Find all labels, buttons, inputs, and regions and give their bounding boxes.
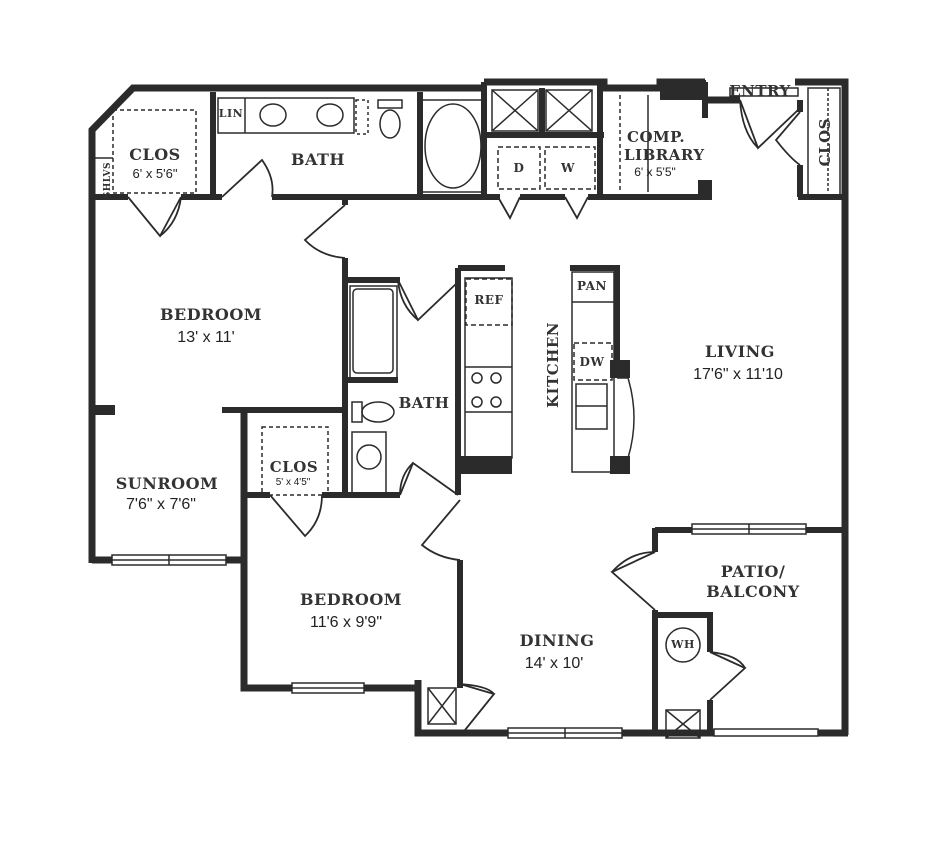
room-dimensions: 5' x 4'5"	[275, 477, 311, 488]
windows	[111, 87, 819, 739]
room-name: BATH	[398, 394, 450, 412]
room-dimensions: 17'6" x 11'10	[693, 366, 783, 383]
room-name: CLOS	[129, 145, 181, 164]
exterior-walls	[88, 78, 849, 737]
room-dimensions: 13' x 11'	[177, 329, 235, 346]
interior-walls	[92, 82, 845, 733]
room-name: DINING	[519, 631, 595, 650]
dishwasher-label: DW	[579, 355, 605, 369]
room-dimensions: 6' x 5'5"	[634, 165, 676, 179]
fixtures	[95, 87, 841, 739]
room-name-line2: LIBRARY	[624, 146, 705, 164]
room-name: ENTRY	[729, 82, 791, 100]
room-dimensions: 11'6 x 9'9"	[310, 614, 382, 631]
doors	[127, 99, 801, 731]
room-name-line1: COMP.	[627, 128, 686, 146]
wall-blocks	[95, 80, 712, 474]
pantry-label: PAN	[577, 279, 607, 293]
refrigerator-label: REF	[474, 293, 504, 307]
room-name: BATH	[290, 150, 346, 169]
washer-label: W	[561, 161, 575, 175]
room-dimensions: 7'6" x 7'6"	[126, 496, 196, 513]
room-name: LIVING	[705, 342, 775, 361]
room-name: CLOS	[269, 458, 319, 476]
dryer-label: D	[513, 161, 525, 175]
room-name: SUNROOM	[115, 474, 219, 493]
room-name: KITCHEN	[544, 322, 562, 408]
room-name-line1: PATIO/	[720, 562, 786, 581]
room-dimensions: 14' x 10'	[524, 655, 584, 672]
shelves-label: SHLVS	[103, 162, 113, 199]
room-name: BEDROOM	[300, 590, 402, 609]
water-heater-label: WH	[671, 638, 695, 651]
linen-label: LIN	[218, 107, 244, 120]
room-name: CLOS	[816, 118, 834, 167]
room-name-line2: BALCONY	[706, 582, 800, 601]
room-dimensions: 6' x 5'6"	[132, 166, 178, 181]
room-name: BEDROOM	[160, 305, 262, 324]
